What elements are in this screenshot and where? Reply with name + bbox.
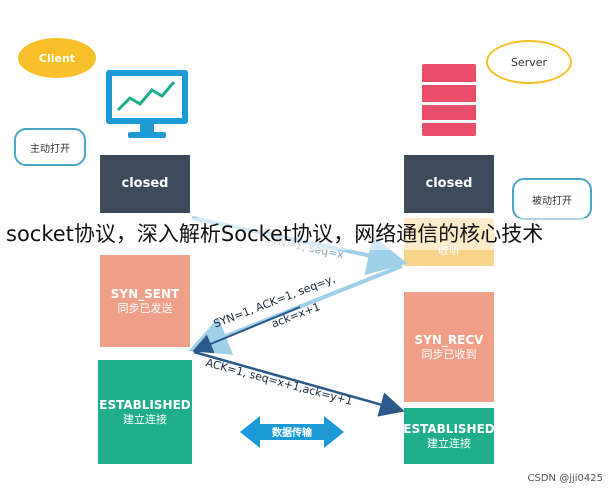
monitor-icon	[106, 70, 188, 138]
data-transfer-arrow	[240, 416, 344, 448]
data-transfer-label: 数据传输	[272, 428, 312, 439]
passive-open-label: 被动打开	[532, 195, 572, 207]
client-established-zh: 建立连接	[123, 412, 167, 426]
client-syn-sent-state: SYN_SENT 同步已发送	[100, 255, 190, 347]
client-established-state: ESTABLISHED 建立连接	[98, 360, 192, 464]
server-closed-state: closed	[404, 155, 494, 213]
ack-arrow	[193, 350, 405, 417]
watermark: CSDN @jji0425	[527, 473, 603, 484]
active-open-callout: 主动打开	[14, 128, 86, 166]
client-established-en: ESTABLISHED	[99, 397, 191, 412]
article-caption: socket协议，深入解析Socket协议，网络通信的核心技术	[6, 218, 608, 250]
client-label: Client	[38, 51, 76, 65]
syn-ack-arrow-dark	[192, 306, 301, 354]
client-closed-state: closed	[100, 155, 190, 213]
server-bubble: Server	[486, 40, 572, 84]
server-established-state: ESTABLISHED 建立连接	[403, 408, 495, 464]
server-icon	[422, 64, 476, 136]
client-bubble: Client	[18, 38, 96, 78]
active-open-label: 主动打开	[30, 143, 70, 155]
server-syn-recv-state: SYN_RECV 同步已收到	[404, 292, 494, 402]
server-syn-recv-zh: 同步已收到	[421, 347, 477, 361]
client-closed-label: closed	[121, 175, 169, 191]
server-closed-label: closed	[425, 175, 473, 191]
client-syn-sent-zh: 同步已发送	[117, 301, 173, 315]
client-syn-sent-en: SYN_SENT	[110, 286, 180, 301]
server-syn-recv-en: SYN_RECV	[414, 332, 484, 347]
server-label: Server	[510, 55, 548, 69]
server-established-zh: 建立连接	[427, 436, 471, 450]
server-established-en: ESTABLISHED	[403, 421, 495, 436]
